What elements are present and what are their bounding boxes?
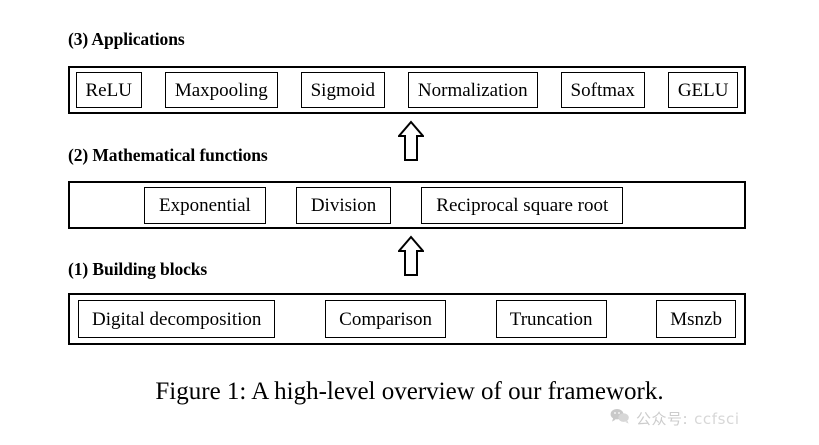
- level-container-building-blocks: Digital decomposition Comparison Truncat…: [68, 293, 746, 345]
- item-comparison[interactable]: Comparison: [325, 300, 447, 338]
- item-reciprocal-square-root[interactable]: Reciprocal square root: [421, 186, 624, 224]
- item-softmax[interactable]: Softmax: [560, 72, 645, 108]
- item-relu[interactable]: ReLU: [75, 72, 142, 108]
- item-sigmoid[interactable]: Sigmoid: [300, 72, 386, 108]
- item-digital-decomposition[interactable]: Digital decomposition: [78, 300, 276, 338]
- level-container-applications: ReLU Maxpooling Sigmoid Normalization So…: [68, 66, 746, 114]
- item-msnzb[interactable]: Msnzb: [656, 300, 736, 338]
- item-truncation[interactable]: Truncation: [495, 300, 607, 338]
- section-heading-mathematical-functions: (2) Mathematical functions: [68, 145, 268, 165]
- item-maxpooling[interactable]: Maxpooling: [164, 72, 278, 108]
- arrow-up-icon-blocks-to-math: [396, 235, 426, 277]
- wechat-icon: [610, 408, 630, 429]
- item-exponential[interactable]: Exponential: [144, 186, 266, 224]
- figure-caption: Figure 1: A high-level overview of our f…: [155, 378, 664, 405]
- watermark: 公众号: ccfsci: [610, 408, 740, 429]
- watermark-handle: ccfsci: [694, 409, 740, 428]
- section-heading-applications: (3) Applications: [68, 29, 185, 49]
- level-container-mathematical-functions: Exponential Division Reciprocal square r…: [68, 181, 746, 229]
- item-division[interactable]: Division: [295, 186, 392, 224]
- watermark-chinese-text: 公众号:: [636, 410, 689, 428]
- item-gelu[interactable]: GELU: [667, 72, 739, 108]
- arrow-up-icon-math-to-applications: [396, 120, 426, 162]
- item-normalization[interactable]: Normalization: [407, 72, 538, 108]
- section-heading-building-blocks: (1) Building blocks: [68, 259, 208, 279]
